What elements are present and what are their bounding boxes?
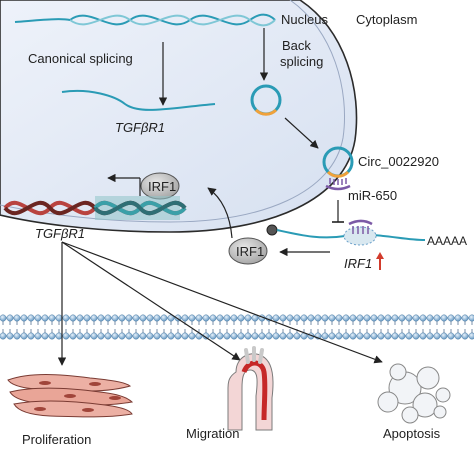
upregulation-arrow-head [376, 252, 384, 259]
mir-650-sponge [325, 178, 351, 191]
arrow-nuclear-import [207, 187, 233, 239]
arrow-migration [61, 241, 241, 361]
arrow-export [284, 117, 319, 149]
label-migration: Migration [186, 426, 239, 441]
mir-650-bound [348, 219, 373, 234]
circrna-junction-cytoplasm [326, 170, 350, 178]
arrow-apoptosis [61, 241, 383, 364]
label-canonical-splicing: Canonical splicing [28, 51, 133, 66]
mrna-cap [266, 224, 278, 236]
tgfbr1-mrna [61, 89, 216, 111]
irf1-protein-cytoplasm [228, 237, 268, 265]
rna-mirna-complex [343, 226, 377, 246]
label-proliferation: Proliferation [22, 432, 91, 447]
label-circ-0022920: Circ_0022920 [358, 154, 439, 169]
apoptotic-bodies-icon [377, 363, 451, 424]
label-irf1-mrna: IRF1 [344, 256, 372, 271]
nucleus [0, 0, 358, 233]
label-irf1-protein-nucleus: IRF1 [148, 179, 176, 194]
nuclear-envelope-inner [0, 0, 346, 223]
label-back-splicing-2: splicing [280, 54, 323, 69]
label-back-splicing-1: Back [282, 38, 311, 53]
dna-top [14, 13, 276, 27]
smooth-muscle-cells [7, 374, 134, 418]
label-tgfbr1-gene: TGFβR1 [35, 226, 85, 241]
label-mir-650: miR-650 [348, 188, 397, 203]
label-nucleus: Nucleus [281, 12, 328, 27]
circrna-junction-nucleus [254, 108, 278, 116]
label-apoptosis: Apoptosis [383, 426, 441, 441]
label-cytoplasm: Cytoplasm [356, 12, 417, 27]
label-irf1-protein-cyto: IRF1 [236, 244, 264, 259]
aorta-icon [227, 346, 274, 431]
tgfbr1-gene-dna [3, 196, 187, 220]
label-polya: AAAAA [427, 234, 467, 248]
label-tgfbr1-mrna: TGFβR1 [115, 120, 165, 135]
